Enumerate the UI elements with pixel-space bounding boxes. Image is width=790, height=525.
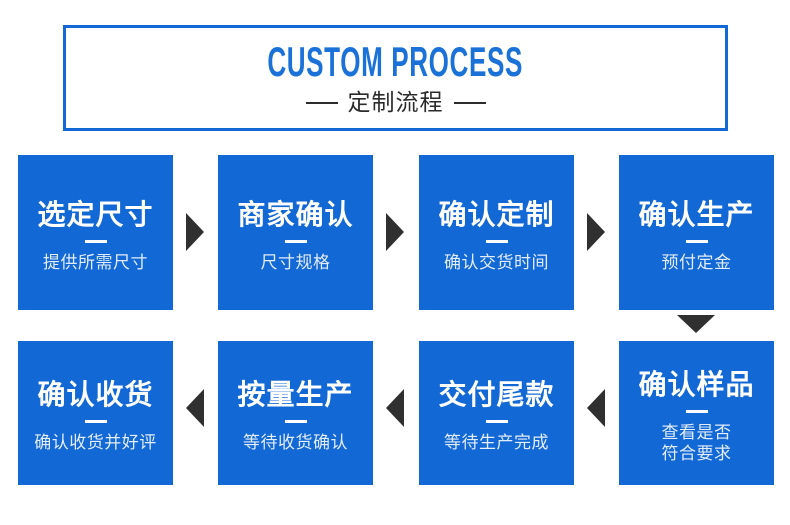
step-subtitle: 确认收货并好评	[34, 433, 157, 452]
subtitle-rule-left-icon	[305, 101, 338, 104]
step-title: 按量生产	[237, 379, 354, 410]
arrow-down-icon	[677, 315, 715, 333]
step-subtitle: 提供所需尺寸	[43, 252, 148, 272]
page-subtitle-group: 定制流程	[305, 89, 486, 115]
step-title: 确认收货	[37, 379, 154, 410]
step-title: 确认生产	[638, 198, 755, 230]
step-subtitle: 查看是否 符合要求	[661, 422, 732, 463]
step-card-6[interactable]: 交付尾款 等待生产完成	[419, 341, 574, 485]
step-title: 交付尾款	[438, 379, 555, 410]
step-subtitle: 确认交货时间	[444, 252, 549, 272]
step-card-8[interactable]: 确认收货 确认收货并好评	[18, 341, 173, 485]
step-card-3[interactable]: 确认定制 确认交货时间	[419, 155, 574, 310]
step-card-2[interactable]: 商家确认 尺寸规格	[218, 155, 373, 310]
step-divider-icon	[84, 239, 107, 243]
step-divider-icon	[685, 239, 708, 243]
step-divider-icon	[485, 420, 508, 423]
arrow-left-icon-3	[587, 389, 605, 427]
step-divider-icon	[284, 239, 307, 243]
step-subtitle: 等待生产完成	[444, 433, 549, 452]
step-card-1[interactable]: 选定尺寸 提供所需尺寸	[18, 155, 173, 310]
page-title-cn: 定制流程	[347, 89, 444, 115]
step-divider-icon	[485, 239, 508, 243]
step-divider-icon	[685, 409, 708, 413]
step-title: 选定尺寸	[37, 198, 154, 230]
header-banner: CUSTOM PROCESS 定制流程	[63, 25, 728, 131]
arrow-right-icon-3	[587, 213, 605, 251]
step-divider-icon	[84, 420, 107, 423]
arrow-left-icon-2	[386, 389, 404, 427]
page-title-en: CUSTOM PROCESS	[267, 38, 524, 85]
step-divider-icon	[284, 420, 307, 423]
arrow-right-icon-1	[186, 213, 204, 251]
subtitle-rule-right-icon	[453, 101, 486, 104]
step-card-4[interactable]: 确认生产 预付定金	[619, 155, 774, 310]
step-subtitle: 预付定金	[661, 252, 732, 272]
arrow-left-icon-1	[186, 389, 204, 427]
step-title: 确认定制	[438, 198, 555, 230]
step-title: 商家确认	[237, 198, 354, 230]
step-subtitle: 尺寸规格	[260, 252, 331, 272]
step-subtitle: 等待收货确认	[243, 433, 348, 452]
step-card-7[interactable]: 按量生产 等待收货确认	[218, 341, 373, 485]
step-title: 确认样品	[638, 368, 755, 400]
arrow-right-icon-2	[386, 213, 404, 251]
step-card-5[interactable]: 确认样品 查看是否 符合要求	[619, 341, 774, 485]
